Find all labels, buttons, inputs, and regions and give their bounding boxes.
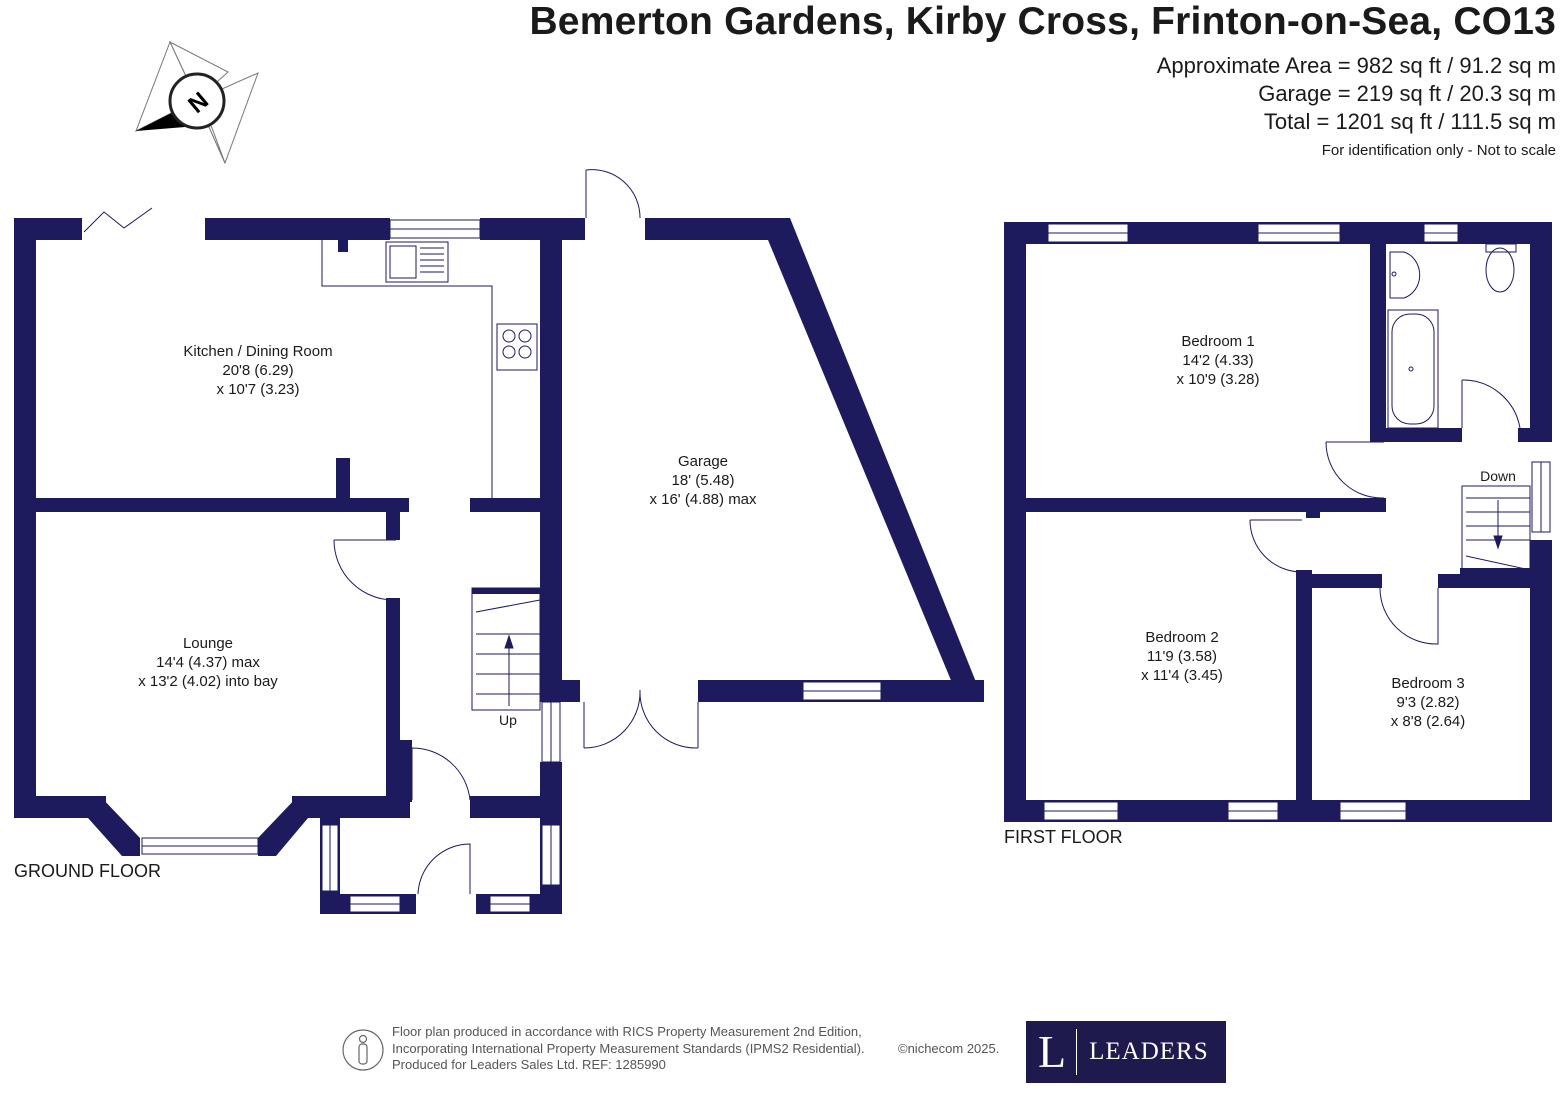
- first-floor-label: FIRST FLOOR: [1004, 827, 1123, 847]
- bedroom1-dim2: x 10'9 (3.28): [1177, 371, 1260, 388]
- first-floor-walls: [1004, 222, 1552, 822]
- room-lounge: Lounge 14'4 (4.37) max x 13'2 (4.02) int…: [138, 635, 278, 690]
- bedroom2-dim1: 11'9 (3.58): [1147, 648, 1217, 665]
- footer-notes: Floor plan produced in accordance with R…: [392, 1024, 865, 1074]
- bedroom3-dim1: 9'3 (2.82): [1397, 694, 1460, 711]
- bathroom-fittings: [1249, 243, 1521, 645]
- bedroom2-dim2: x 11'4 (3.45): [1141, 667, 1223, 684]
- bedroom3-dim2: x 8'8 (2.64): [1391, 713, 1466, 730]
- logo-word: LEADERS: [1089, 1038, 1209, 1065]
- bedroom1-dim1: 14'2 (4.33): [1182, 352, 1253, 369]
- kitchen-name: Kitchen / Dining Room: [183, 343, 332, 360]
- garage-name: Garage: [678, 453, 728, 470]
- stairs-up-label: Up: [499, 712, 517, 728]
- footer-line-1: Floor plan produced in accordance with R…: [392, 1024, 862, 1039]
- first-floor-windows: [1043, 223, 1551, 821]
- ground-floor-label: GROUND FLOOR: [14, 861, 161, 881]
- garage-area: Garage = 219 sq ft / 20.3 sq m: [1258, 81, 1556, 106]
- disclaimer: For identification only - Not to scale: [1321, 142, 1556, 159]
- room-bedroom-3: Bedroom 3 9'3 (2.82) x 8'8 (2.64): [1391, 675, 1466, 730]
- footer-line-3: Produced for Leaders Sales Ltd. REF: 128…: [392, 1057, 666, 1072]
- room-bedroom-2: Bedroom 2 11'9 (3.58) x 11'4 (3.45): [1141, 629, 1223, 684]
- compass-north-icon: N: [135, 40, 259, 165]
- footer-line-2: Incorporating International Property Mea…: [392, 1040, 865, 1056]
- kitchen-dim1: 20'8 (6.29): [222, 362, 293, 379]
- logo-letter: L: [1038, 1026, 1067, 1077]
- lounge-dim2: x 13'2 (4.02) into bay: [138, 673, 278, 690]
- ground-floor-walls: [14, 218, 984, 914]
- rics-person-icon: [342, 1029, 384, 1071]
- copyright: ©nichecom 2025.: [898, 1041, 1000, 1056]
- stairs-down-label: Down: [1480, 468, 1516, 484]
- lounge-name: Lounge: [183, 635, 233, 652]
- lounge-dim1: 14'4 (4.37) max: [156, 654, 260, 671]
- ground-floor-doors: [83, 169, 699, 895]
- garage-dim2: x 16' (4.88) max: [649, 491, 757, 508]
- plan-title: Bemerton Gardens, Kirby Cross, Frinton-o…: [529, 0, 1556, 43]
- room-kitchen: Kitchen / Dining Room 20'8 (6.29) x 10'7…: [183, 343, 332, 398]
- garage-dim1: 18' (5.48): [672, 472, 735, 489]
- bedroom2-name: Bedroom 2: [1145, 629, 1218, 646]
- total-area: Total = 1201 sq ft / 111.5 sq m: [1263, 109, 1556, 134]
- ground-floor-stairs[interactable]: [471, 587, 541, 711]
- ground-floor-windows: [141, 219, 882, 913]
- kitchen-dim2: x 10'7 (3.23): [217, 381, 300, 398]
- first-floor-stairs[interactable]: [1461, 485, 1531, 575]
- leaders-logo: L LEADERS: [1026, 1021, 1226, 1083]
- room-bedroom-1: Bedroom 1 14'2 (4.33) x 10'9 (3.28): [1177, 333, 1260, 388]
- logo-divider: [1076, 1029, 1078, 1075]
- approx-area: Approximate Area = 982 sq ft / 91.2 sq m: [1156, 53, 1556, 78]
- bedroom1-name: Bedroom 1: [1181, 333, 1254, 350]
- kitchen-fittings: [321, 240, 538, 498]
- room-garage: Garage 18' (5.48) x 16' (4.88) max: [649, 453, 757, 508]
- bedroom3-name: Bedroom 3: [1391, 675, 1464, 692]
